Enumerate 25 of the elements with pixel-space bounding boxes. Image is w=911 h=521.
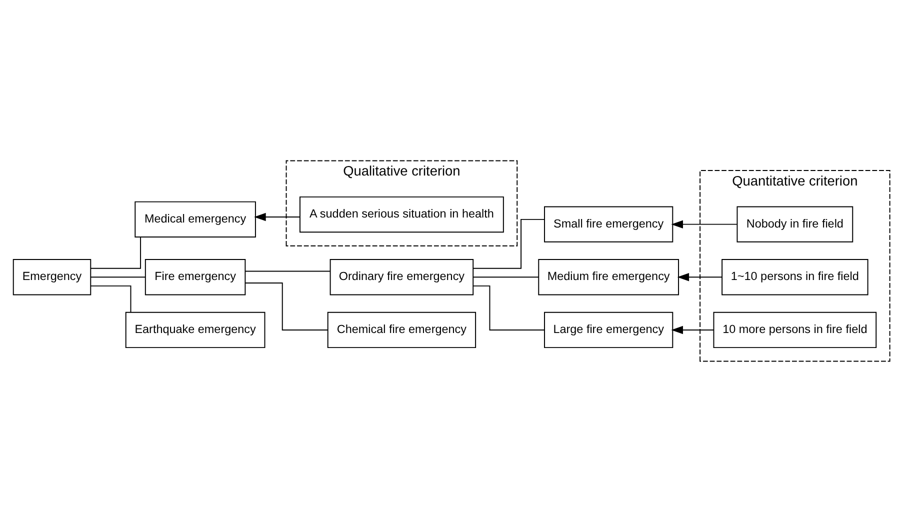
connector bbox=[472, 218, 545, 268]
connector bbox=[90, 276, 146, 278]
node-box: Large fire emergency bbox=[544, 311, 674, 348]
connector bbox=[90, 236, 142, 268]
node-box: 10 more persons in fire field bbox=[713, 311, 877, 348]
node-box: A sudden serious situation in health bbox=[299, 196, 504, 232]
arrow bbox=[671, 220, 738, 228]
node-box: Earthquake emergency bbox=[125, 311, 266, 348]
connector bbox=[472, 276, 539, 278]
arrow bbox=[254, 212, 300, 221]
node-box: Small fire emergency bbox=[544, 206, 674, 242]
node-box: Medium fire emergency bbox=[538, 258, 679, 295]
arrow bbox=[677, 272, 722, 281]
connector bbox=[244, 270, 330, 272]
connector bbox=[472, 284, 545, 330]
arrow bbox=[671, 325, 714, 334]
node-box: Medical emergency bbox=[134, 200, 256, 238]
node-box: Ordinary fire emergency bbox=[330, 258, 474, 295]
node-box: Fire emergency bbox=[144, 258, 246, 295]
node-box: Chemical fire emergency bbox=[327, 311, 476, 348]
node-box: 1~10 persons in fire field bbox=[722, 258, 868, 295]
connector bbox=[90, 284, 132, 312]
node-box: Nobody in fire field bbox=[736, 206, 854, 242]
node-box: Emergency bbox=[12, 258, 92, 295]
connector bbox=[244, 282, 328, 330]
